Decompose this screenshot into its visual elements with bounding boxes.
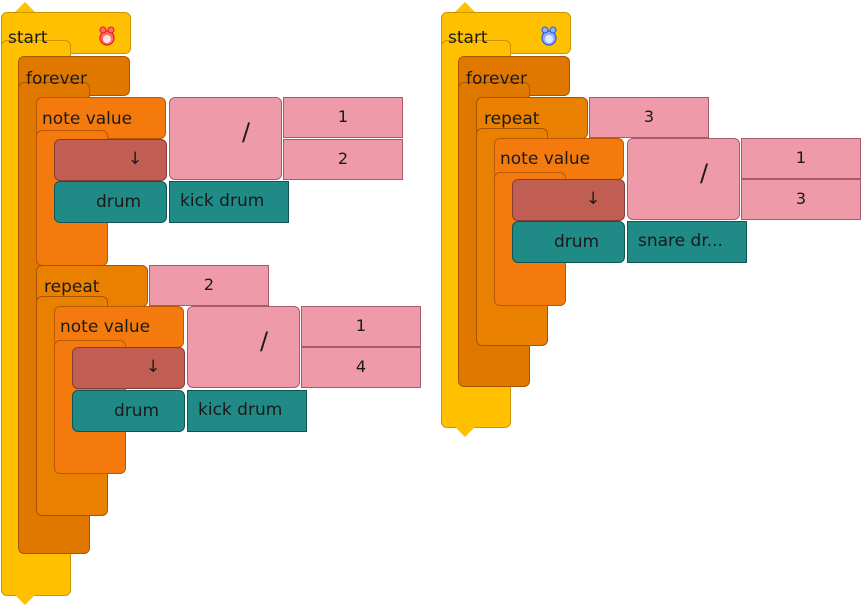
note-value-label: note value	[500, 149, 591, 169]
down-arrow-icon: ↓	[128, 149, 143, 169]
divide-block-2[interactable]: /	[187, 306, 300, 388]
denominator-field-3[interactable]: 3	[741, 179, 861, 220]
start-notch-bottom	[15, 595, 35, 605]
divide-block-1[interactable]: /	[169, 97, 282, 180]
arrow-block-2[interactable]: ↓	[72, 347, 185, 389]
divide-block-3[interactable]: /	[627, 138, 740, 220]
forever-label: forever	[466, 69, 527, 89]
start-notch-bottom	[455, 427, 475, 437]
denominator-field-2[interactable]: 4	[301, 347, 421, 388]
divide-operator: /	[700, 159, 709, 187]
down-arrow-icon: ↓	[146, 357, 161, 377]
repeat-count-field-2[interactable]: 3	[589, 97, 709, 138]
divide-operator: /	[242, 118, 251, 146]
start-notch-top	[15, 2, 35, 12]
numerator-field-3[interactable]: 1	[741, 138, 861, 179]
drum-value-field-3[interactable]: snare dr...	[627, 221, 747, 263]
down-arrow-icon: ↓	[586, 189, 601, 209]
start-label: start	[448, 28, 488, 48]
arrow-block-1[interactable]: ↓	[54, 139, 167, 181]
numerator-field-1[interactable]: 1	[283, 97, 403, 138]
arrow-block-3[interactable]: ↓	[512, 179, 625, 221]
mouse-blue-icon[interactable]	[540, 26, 558, 46]
repeat-count-field-1[interactable]: 2	[149, 265, 269, 306]
divide-operator: /	[260, 327, 269, 355]
repeat-label: repeat	[44, 277, 100, 297]
drum-label: drum	[114, 401, 160, 421]
denominator-field-1[interactable]: 2	[283, 139, 403, 180]
drum-block-2[interactable]: drum	[72, 390, 185, 432]
drum-label: drum	[554, 232, 600, 252]
drum-block-3[interactable]: drum	[512, 221, 625, 263]
drum-value-field-2[interactable]: kick drum	[187, 390, 307, 432]
start-label: start	[8, 28, 48, 48]
note-value-label: note value	[60, 317, 151, 337]
numerator-field-2[interactable]: 1	[301, 306, 421, 347]
drum-value-field-1[interactable]: kick drum	[169, 181, 289, 223]
drum-block-1[interactable]: drum	[54, 181, 167, 223]
note-value-label: note value	[42, 109, 133, 129]
mouse-red-icon[interactable]	[98, 26, 116, 46]
start-notch-top	[455, 2, 475, 12]
drum-label: drum	[96, 192, 142, 212]
repeat-label: repeat	[484, 109, 540, 129]
forever-label: forever	[26, 69, 87, 89]
